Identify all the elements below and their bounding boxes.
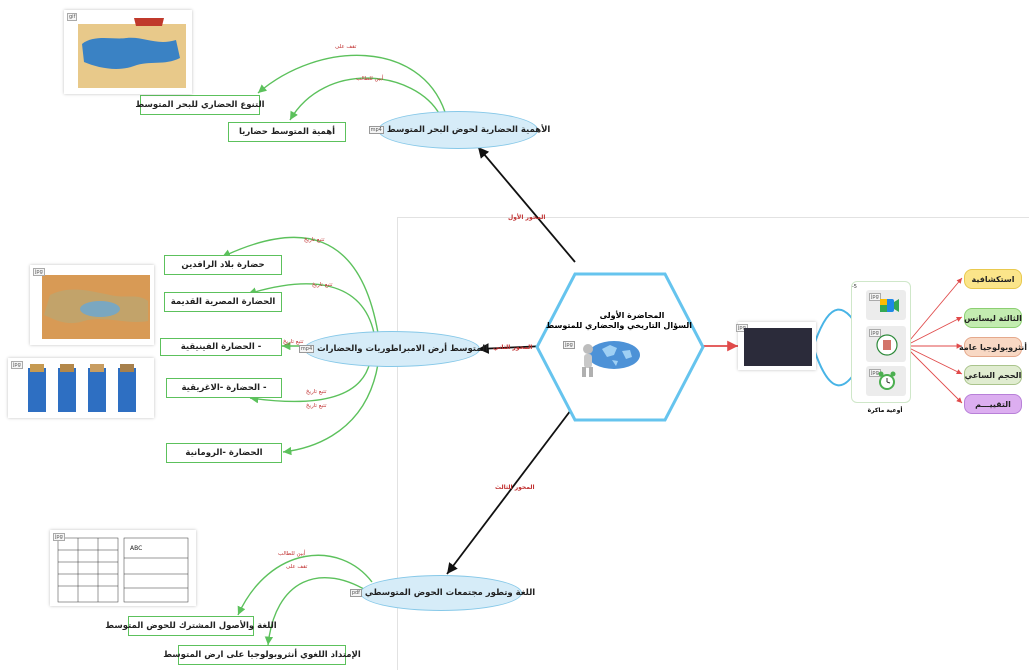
ancient-map-icon bbox=[42, 275, 150, 339]
map-image-tag: gif bbox=[67, 13, 78, 21]
t2-child2-curve bbox=[247, 283, 375, 334]
axis-line-2 bbox=[477, 343, 546, 354]
topic-3-edge-1: أبين للطالب bbox=[278, 551, 306, 557]
t1-child2-curve bbox=[289, 77, 441, 121]
ancient-map-image[interactable]: jpg bbox=[30, 265, 154, 345]
svg-text:ABC: ABC bbox=[130, 545, 142, 552]
ancient-map-tag: jpg bbox=[33, 268, 45, 276]
topic-1-edge-2: أبين للطالب bbox=[356, 76, 384, 82]
topic-3-edge-2: تقف على bbox=[286, 564, 308, 570]
topic-2-child-4[interactable]: - الحضارة -الاغريقية bbox=[166, 378, 282, 398]
tool-card-meet[interactable]: jpg bbox=[866, 290, 906, 320]
tool-card-alarm[interactable]: jpg bbox=[866, 366, 906, 396]
topic-2-edge-1: تتبع تاريخ bbox=[304, 237, 325, 243]
alphabet-chart-tag: jpg bbox=[53, 533, 65, 541]
tool-logo-tag: jpg bbox=[869, 329, 881, 337]
topic-2-child-3[interactable]: - الحضارة الفينيقية bbox=[160, 338, 282, 356]
axis-label-2: المحور الثاني bbox=[493, 344, 533, 351]
axis-label-1: المحور الأول bbox=[508, 214, 546, 221]
topic-2-child-1[interactable]: حضارة بلاد الرافدين bbox=[164, 255, 282, 275]
topic-3-child-1[interactable]: اللغة والأصول المشترك للحوض المتوسط bbox=[105, 616, 277, 636]
center-title-line1: المحاضرة الأولى bbox=[599, 311, 665, 320]
pill-line-5 bbox=[904, 345, 963, 404]
axis-line-3 bbox=[446, 401, 578, 575]
pill-line-2 bbox=[904, 316, 963, 347]
civilization-cards-tag: jpg bbox=[11, 361, 23, 369]
pill-hourly-volume[interactable]: الحجم الساعي bbox=[964, 365, 1022, 385]
pill-line-4 bbox=[904, 345, 963, 375]
pill-third-year[interactable]: الثالثة ليسانس bbox=[964, 308, 1022, 328]
axis-label-3: المحور الثالث bbox=[495, 484, 535, 491]
center-title-line2: السؤال التاريخي والحضاري للمتوسط bbox=[545, 321, 692, 330]
t2-child5-curve bbox=[282, 363, 379, 456]
topic-2-title: المتوسط أرض الامبراطوريات والحضارات bbox=[317, 344, 489, 354]
topic-1-title: الأهمية الحضارية لحوض البحر المتوسط bbox=[386, 125, 551, 135]
topic-1-oval[interactable]: الأهمية الحضارية لحوض البحر المتوسط mp4 bbox=[368, 111, 550, 149]
t3-child1-curve bbox=[237, 554, 373, 616]
tools-collapse-toggle[interactable]: -5 bbox=[852, 284, 857, 290]
tools-label: أوعية ماكرة bbox=[867, 407, 903, 414]
topic-3-oval[interactable]: اللغة وتطور مجتمعات الحوض المتوسطي pdf bbox=[349, 575, 535, 611]
screenshot-video-call-image[interactable]: jpg bbox=[736, 322, 816, 370]
topic-2-child-2[interactable]: الحضارة المصرية القديمة bbox=[164, 292, 282, 312]
topic-2-media-tag[interactable]: mp4 bbox=[298, 345, 315, 353]
civilization-cards-image[interactable]: jpg bbox=[8, 358, 154, 418]
t2-child1-curve bbox=[221, 236, 379, 334]
topic-3-child-2[interactable]: الإمتداد اللغوي أنثروبولوجيا على ارض الم… bbox=[163, 645, 361, 665]
frame-line-top bbox=[397, 217, 1029, 218]
pill-general-anthropology[interactable]: أنثروبولوجيا عامة bbox=[959, 337, 1027, 357]
center-globe-illustration bbox=[572, 333, 642, 379]
frame-line-left bbox=[397, 217, 398, 670]
alphabet-chart-image[interactable]: jpg ABC bbox=[50, 530, 196, 606]
alphabet-chart-icon: ABC bbox=[57, 537, 189, 603]
university-logo-icon bbox=[876, 334, 898, 356]
civilization-cards-icon bbox=[28, 364, 136, 412]
pill-line-1 bbox=[904, 277, 963, 347]
alarm-clock-icon bbox=[878, 371, 896, 390]
video-call-grid bbox=[744, 328, 812, 366]
t2-child4-curve bbox=[249, 361, 371, 404]
globe-map-icon bbox=[582, 341, 640, 377]
topic-2-edge-5: تتبع تاريخ bbox=[306, 403, 327, 409]
topic-2-edge-3: تتبع تاريخ bbox=[283, 339, 304, 345]
topic-1-child-2[interactable]: أهمية المتوسط حضاريا bbox=[228, 122, 346, 142]
topic-2-child-5[interactable]: الحضارة -الرومانية bbox=[166, 443, 282, 463]
topic-2-edge-4: تتبع تاريخ bbox=[306, 389, 327, 395]
topic-1-child-1[interactable]: التنوع الحضاري للبحر المتوسط bbox=[135, 95, 265, 115]
tool-meet-tag: jpg bbox=[869, 293, 881, 301]
google-meet-icon bbox=[880, 299, 899, 312]
axis-line-1 bbox=[477, 146, 576, 263]
topic-2-edge-2: تتبع تاريخ bbox=[312, 282, 333, 288]
topic-3-title: اللغة وتطور مجتمعات الحوض المتوسطي bbox=[364, 588, 536, 598]
map-icon bbox=[78, 18, 186, 88]
tool-card-logo[interactable]: jpg bbox=[866, 326, 906, 362]
topic-3-media-tag[interactable]: pdf bbox=[349, 589, 362, 597]
mediterranean-map-image[interactable]: gif bbox=[64, 10, 192, 94]
topic-1-edge-1: تقف على bbox=[335, 44, 357, 50]
t1-child1-curve bbox=[257, 54, 446, 113]
t3-child2-curve bbox=[264, 577, 373, 646]
center-image-tag: jpg bbox=[563, 341, 575, 349]
topic-1-media-tag[interactable]: mp4 bbox=[368, 126, 384, 134]
topic-2-oval[interactable]: المتوسط أرض الامبراطوريات والحضارات mp4 bbox=[298, 331, 488, 367]
pill-exploratory[interactable]: استكشافية bbox=[964, 269, 1022, 289]
pill-evaluation[interactable]: التقييـــم bbox=[964, 394, 1022, 414]
